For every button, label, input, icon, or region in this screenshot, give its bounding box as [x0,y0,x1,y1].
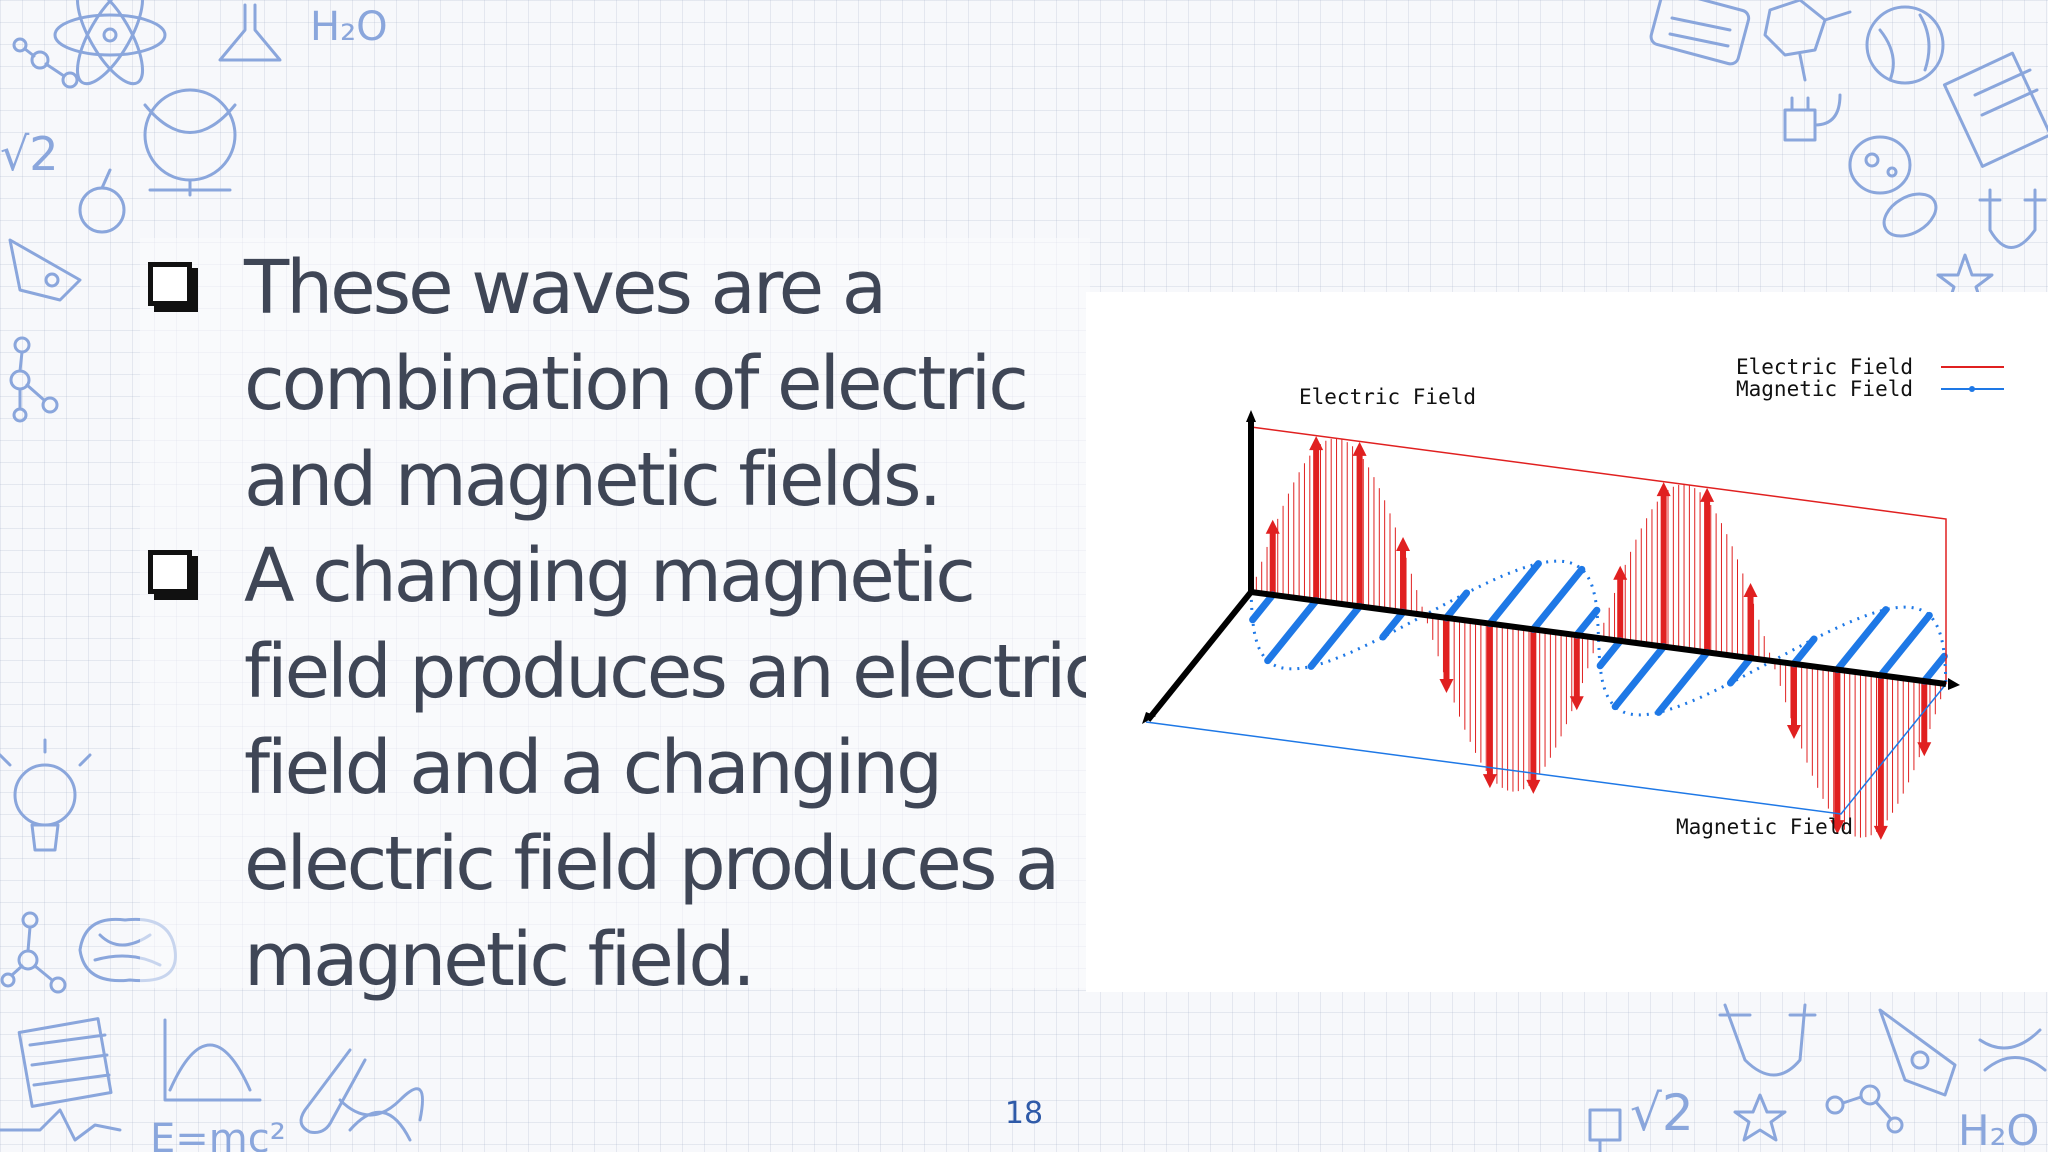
checkbox-bullet-icon [148,262,192,306]
magnetic-field-vector [1790,635,1818,668]
electric-field-label: Electric Field [1299,385,1476,409]
bullet-text: A changing magnetic field produces an el… [244,533,1104,1003]
axes [1142,410,1960,724]
magnetic-field-vector [1529,565,1586,633]
plug-icon-2 [1588,1108,1622,1152]
propagation-axis-arrow [1948,678,1960,690]
notebook-icon [1942,51,2048,168]
magnetic-plane-outline [1145,683,1947,815]
electric-vector-arrow [1482,774,1497,789]
atom-icon [53,0,167,86]
magnetic-field-vector [1573,606,1601,639]
electric-field-lines [1255,436,1942,840]
electric-vector-arrow [1526,779,1541,794]
magnet-icon-2 [1718,1003,1817,1077]
abacus-icon [17,1017,113,1108]
magnetic-field-vector [1486,560,1542,628]
legend-magnetic-label: Magnetic Field [1736,377,1913,401]
page-number: 18 [1004,1096,1044,1131]
text-panel [140,238,1090,988]
magnetic-field-vector [1264,597,1320,665]
depth-axis-arrow [1142,712,1156,724]
globe-icon [143,88,237,197]
bullet-text: These waves are a combination of electri… [244,245,1029,523]
electric-vector-arrow [1917,742,1932,757]
electric-vector-arrow [1700,487,1715,502]
propagation-axis [1250,589,1947,687]
checkbox-bullet-icon [148,550,192,594]
hexagon-molecule-icon [1763,0,1852,82]
electric-vector-arrow [1786,725,1801,740]
wave-doodle [0,1108,122,1142]
electric-vector-arrow [1743,582,1758,597]
apple-icon [78,168,126,234]
electric-vector-arrow [1656,482,1671,497]
electric-vector-arrow [1830,820,1845,835]
electric-vector-arrow [1569,696,1584,711]
molecule-icon-2 [12,37,79,89]
magnetic-field-vector [1726,654,1755,687]
magnetic-field-vector [1442,589,1471,622]
h2o-doodle: H₂O [310,4,388,50]
electric-vector-arrow [1439,679,1454,694]
magnetic-field-vector [1611,643,1668,711]
bacteria-icon [1848,135,1938,238]
magnetic-field-vector [1877,611,1933,679]
magnetic-field-vector [1249,591,1277,624]
legend: Electric Field Magnetic Field [1736,355,2004,401]
magnet-icon [1978,188,2047,249]
magnetic-field-vector [1596,637,1624,670]
magnetic-field-vector [1655,648,1711,716]
magnetic-field-lines [1249,560,1948,716]
dna-icon-2 [1978,1028,2047,1072]
legend-magnetic-marker [1969,386,1975,392]
bullet-list: These waves are a combination of electri… [142,240,1104,1008]
formula-doodle: E=mc² [150,1116,286,1152]
molecule-icon-4 [1825,1084,1904,1134]
calculator-icon [1649,0,1751,66]
dna-icon [338,1087,424,1142]
molecule-icon-3 [0,911,67,994]
magnetic-field-vector [1833,606,1890,674]
magnetic-field-vector [1307,602,1364,670]
electric-vector-arrow [1309,436,1324,451]
flask-icon [218,3,282,62]
star-icon-2 [1733,1093,1787,1142]
magnetic-field-label: Magnetic Field [1676,815,1853,839]
electric-plane-outline [1250,426,1947,684]
root-doodle-2: √2 [1630,1084,1694,1142]
electric-vector-arrow [1873,825,1888,840]
vertical-axis-arrow [1246,410,1256,422]
electric-vector-arrow [1396,536,1411,551]
magnetic-field-vector [1920,652,1948,685]
earth-icon [1865,5,1945,85]
diagram-panel [1086,292,2048,992]
bullet-item: A changing magnetic field produces an el… [142,528,1104,1008]
lightbulb-icon [0,738,92,852]
electric-vector-arrow [1613,565,1628,580]
magnetic-field-curve [1249,559,1948,717]
electric-vector-arrow [1265,519,1280,534]
electric-vector-arrow [1352,441,1367,456]
rocket-icon [8,238,82,302]
test-tube-icon [299,1048,367,1134]
magnetic-field-vector [1379,608,1407,641]
root-doodle: √2 [0,127,59,181]
em-wave-diagram: Electric Field Magnetic Field Electric F… [1142,355,2004,840]
depth-axis [1145,590,1254,722]
bullet-item: These waves are a combination of electri… [142,240,1102,528]
molecule-icon [9,336,59,423]
rocket-icon-2 [1878,1008,1957,1097]
legend-electric-label: Electric Field [1736,355,1913,379]
graph-icon [163,1018,262,1102]
plug-icon [1783,93,1842,142]
h2o-doodle-2: H₂O [1958,1106,2039,1152]
